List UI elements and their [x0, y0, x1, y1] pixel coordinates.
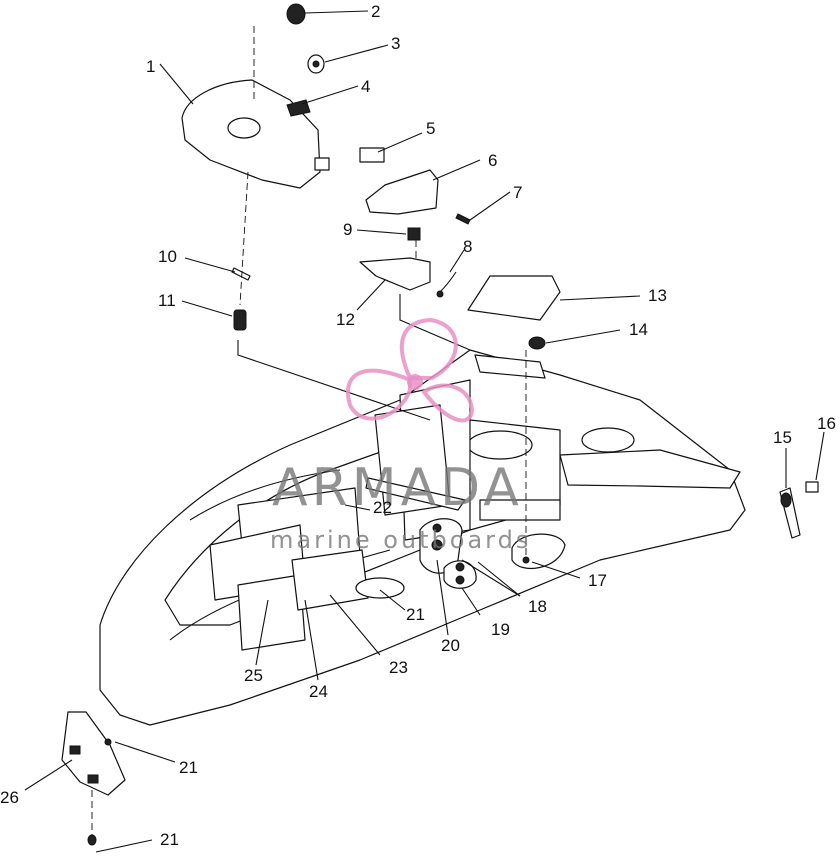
callout-5: 5 [426, 119, 435, 138]
callout-22: 22 [373, 498, 392, 517]
callout-18: 18 [528, 597, 547, 616]
part-15-latch [779, 487, 801, 539]
callout-8: 8 [463, 237, 472, 256]
callout-13: 13 [648, 286, 667, 305]
callout-labels: 1 2 3 4 5 6 7 8 9 10 11 12 13 14 15 16 1… [0, 2, 836, 849]
assembly-dash-lines [91, 26, 527, 835]
callout-21-c: 21 [160, 830, 179, 849]
part-5-pad [359, 147, 385, 163]
watermark-tagline: marine outboards [270, 526, 531, 554]
part-8-wire [436, 271, 457, 298]
callout-3: 3 [391, 34, 400, 53]
callout-10: 10 [158, 247, 177, 266]
part-11-spring [233, 309, 247, 331]
callout-20: 20 [441, 636, 460, 655]
callout-14: 14 [629, 320, 648, 339]
callout-9: 9 [343, 220, 352, 239]
part-16-cap [805, 481, 819, 493]
callout-16: 16 [817, 414, 836, 433]
leader-lines [24, 10, 825, 853]
callout-12: 12 [336, 310, 355, 329]
callout-4: 4 [361, 77, 370, 96]
part-6-bracket [365, 169, 439, 215]
part-26-side-bracket [61, 711, 126, 846]
part-14-grommet [528, 336, 546, 350]
callout-6: 6 [488, 151, 497, 170]
callout-21-a: 21 [406, 605, 425, 624]
callout-25: 25 [244, 666, 263, 685]
part-13-cover-plate [467, 275, 561, 321]
part-4-clip [286, 99, 311, 117]
callout-15: 15 [773, 428, 792, 447]
callout-17: 17 [588, 571, 607, 590]
callout-26: 26 [0, 788, 19, 807]
part-7-screw [455, 213, 471, 225]
watermark-brand: ARMADA [272, 458, 523, 518]
callout-11: 11 [158, 291, 176, 310]
part-17-washer [511, 533, 566, 569]
callout-23: 23 [389, 658, 408, 677]
part-9-nut [407, 227, 421, 241]
callout-1: 1 [146, 57, 155, 76]
part-1-housing [181, 79, 330, 189]
watermark: ARMADA marine outboards [270, 317, 531, 554]
callout-24: 24 [309, 682, 328, 701]
callout-7: 7 [513, 183, 522, 202]
part-3-fitting [307, 54, 325, 74]
callout-2: 2 [371, 2, 380, 21]
part-2-plug [286, 3, 306, 25]
part-12-mount [359, 257, 431, 291]
part-10-pin [231, 267, 251, 281]
watermark-logo [346, 317, 475, 423]
callout-19: 19 [491, 620, 510, 639]
part-19-pad [443, 560, 477, 589]
callout-21-b: 21 [179, 758, 198, 777]
part-20-plate [419, 518, 463, 574]
